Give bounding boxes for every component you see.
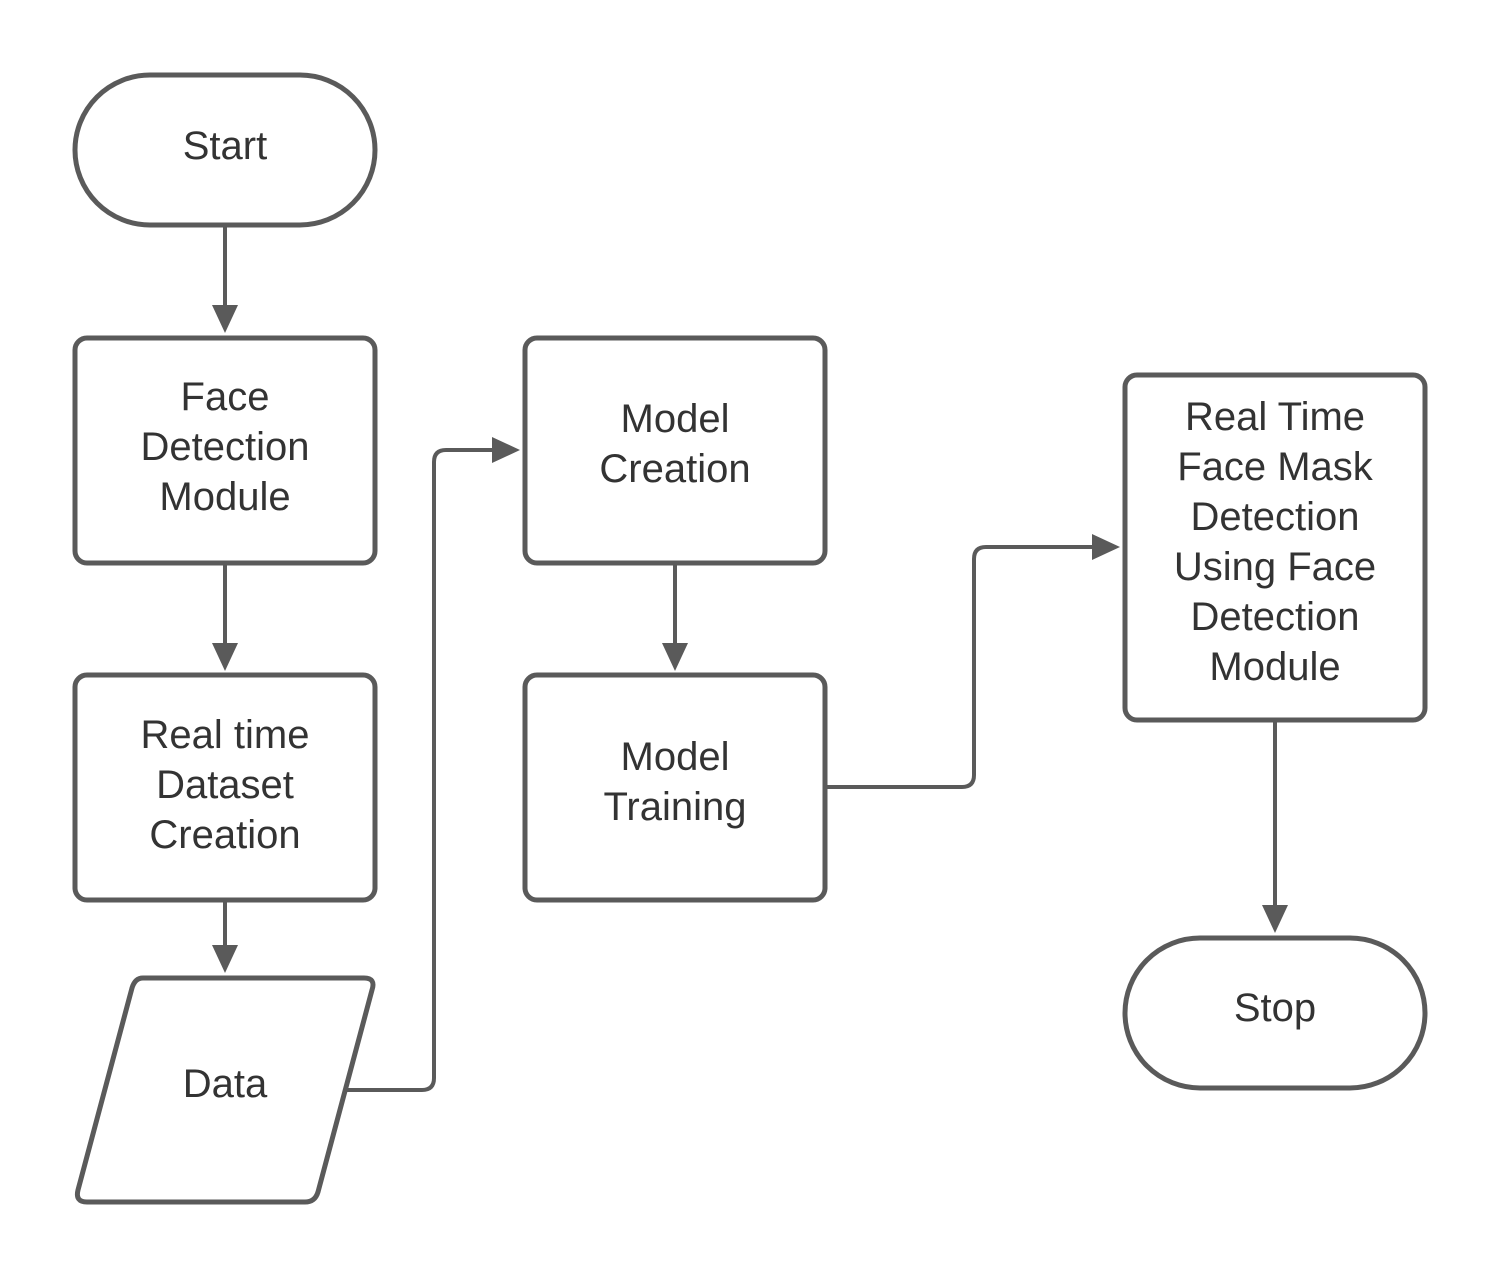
process-shape (72, 335, 378, 566)
node-label-line: Creation (599, 447, 750, 491)
node-data: Data (74, 975, 376, 1205)
process-shape (72, 672, 378, 903)
nodes: Start Face Detection Module Real time Da… (72, 72, 1428, 1205)
node-model-creation: Model Creation (522, 335, 828, 566)
arrowhead-model-training (662, 643, 688, 671)
node-realtime-detection: Real Time Face Mask Detection Using Face… (1122, 372, 1428, 723)
node-label-line: Detection (1191, 595, 1360, 639)
node-label-line: Module (1209, 645, 1340, 689)
node-start: Start (72, 72, 378, 228)
node-label-line: Real time (141, 713, 310, 757)
node-label-line: Dataset (156, 763, 294, 807)
node-model-training: Model Training (522, 672, 828, 903)
arrowhead-stop (1262, 905, 1288, 933)
node-label-line: Model (621, 735, 730, 779)
node-label-line: Stop (1234, 986, 1316, 1030)
node-label-line: Training (603, 785, 746, 829)
arrowhead-data (212, 945, 238, 973)
node-label-line: Data (183, 1062, 268, 1106)
node-label-line: Model (621, 397, 730, 441)
node-label-line: Detection (1191, 495, 1360, 539)
process-shape (522, 335, 828, 566)
process-shape (1122, 372, 1428, 723)
node-label-line: Face (181, 375, 270, 419)
terminal-shape (1122, 935, 1428, 1091)
node-label-line: Start (183, 124, 267, 168)
edge-data-to-model-creation (347, 448, 494, 1092)
node-label-line: Module (159, 475, 290, 519)
arrowhead-realtime-detection (1092, 534, 1120, 560)
data-parallelogram-shape (74, 975, 376, 1205)
node-label-line: Real Time (1185, 395, 1365, 439)
arrowhead-model-creation (492, 437, 520, 463)
node-label-line: Using Face (1174, 545, 1376, 589)
process-shape (522, 672, 828, 903)
edges (212, 225, 1288, 1092)
node-dataset-creation: Real time Dataset Creation (72, 672, 378, 903)
node-label-line: Creation (149, 813, 300, 857)
arrowhead-face-detection (212, 305, 238, 333)
node-label-line: Detection (141, 425, 310, 469)
edge-training-to-realtime-detection (826, 545, 1094, 789)
node-label-line: Face Mask (1177, 445, 1374, 489)
terminal-shape (72, 72, 378, 228)
node-face-detection: Face Detection Module (72, 335, 378, 566)
arrowhead-dataset-creation (212, 643, 238, 671)
node-stop: Stop (1122, 935, 1428, 1091)
